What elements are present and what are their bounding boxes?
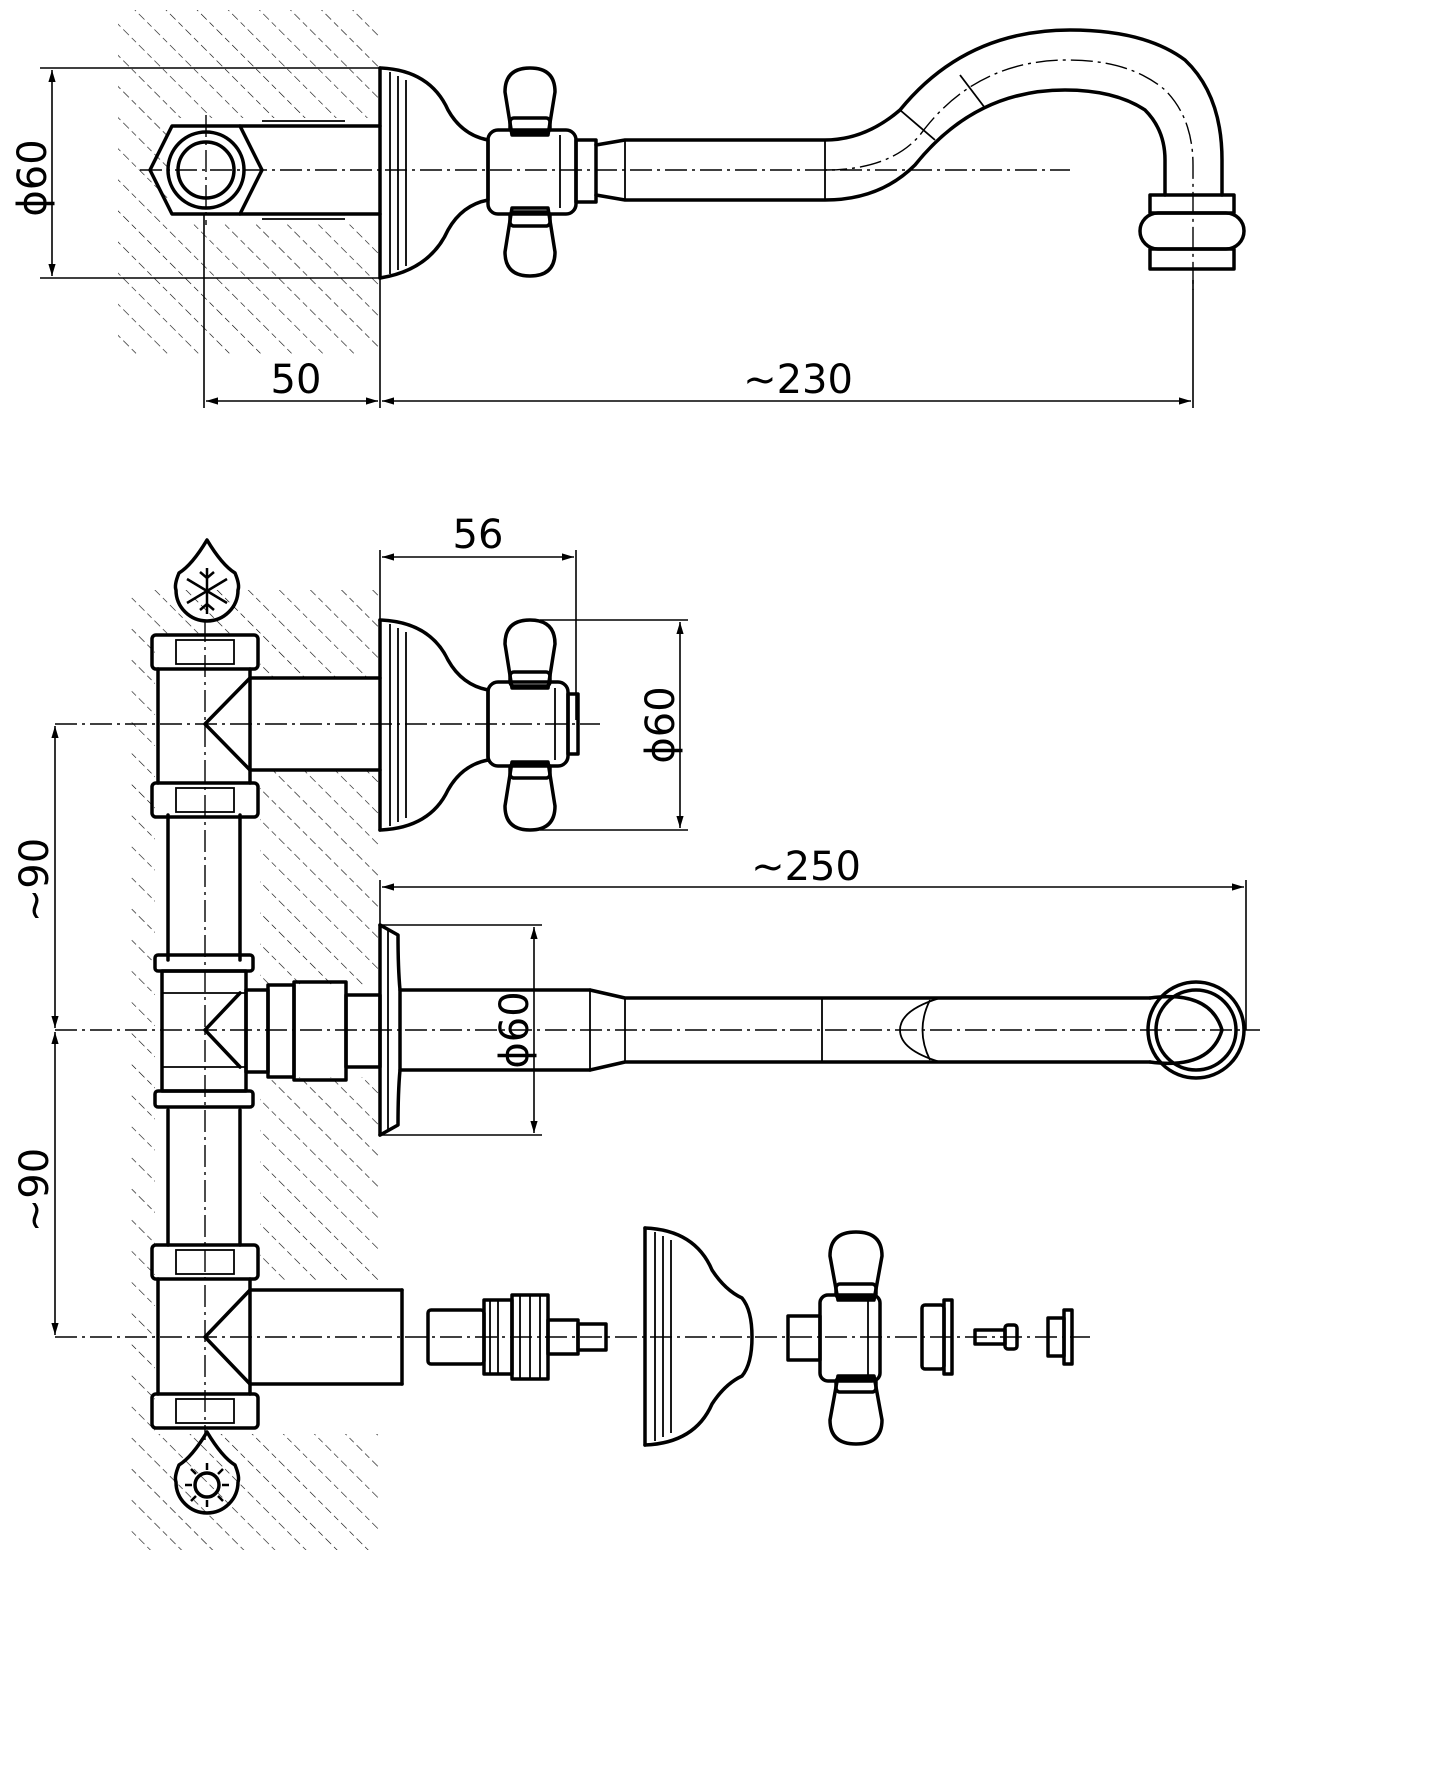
faucet-technical-drawing: ϕ60 50 ~230	[10, 10, 1260, 1550]
front-branch-backing-2	[250, 985, 380, 1077]
front-pipe-backing-bottom	[155, 1282, 405, 1434]
dim-spout-diameter: ϕ60	[492, 991, 538, 1068]
dim-spacing-lower: ~90	[12, 1148, 58, 1232]
dim-handle-diameter: ϕ60	[638, 686, 684, 763]
front-view: 56 ϕ60 ~250 ϕ60 ~90 ~90	[12, 512, 1260, 1550]
top-aerator	[1138, 193, 1246, 271]
dim-handle-width: 56	[453, 512, 504, 558]
top-escutcheon	[378, 66, 490, 280]
top-spout	[594, 28, 1224, 202]
snowflake-drop-icon	[173, 538, 241, 623]
top-cross-handle	[486, 66, 598, 278]
dim-spout-reach: ~250	[751, 844, 861, 890]
dim-spacing-upper: ~90	[12, 838, 58, 922]
dim-top-depth: 50	[271, 357, 322, 403]
top-spout-centerline	[824, 59, 1194, 290]
front-riser-pipe	[166, 813, 242, 1247]
top-view: ϕ60 50 ~230	[10, 10, 1246, 408]
dim-top-diameter: ϕ60	[10, 139, 56, 216]
front-upper-handle	[378, 618, 580, 832]
dim-top-reach: ~230	[743, 357, 853, 403]
sun-drop-icon	[173, 1430, 241, 1515]
